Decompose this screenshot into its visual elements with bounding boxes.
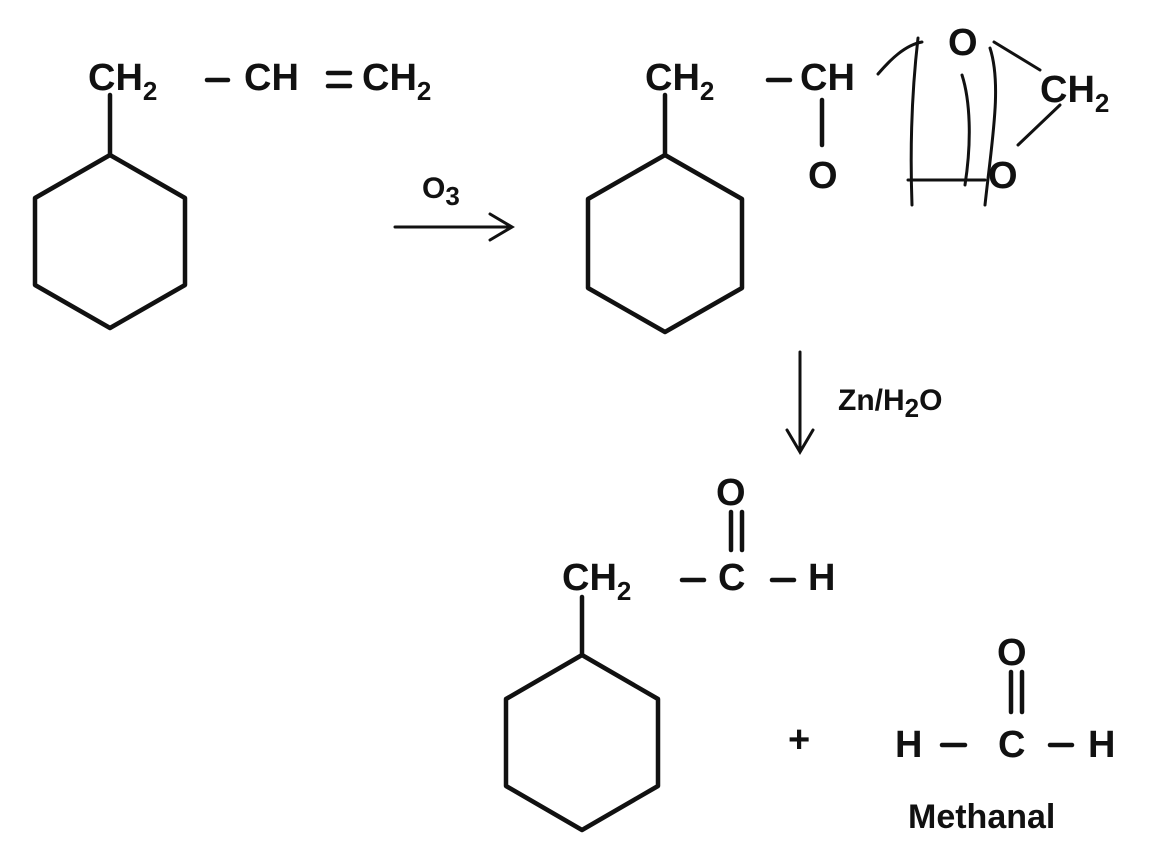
aldehyde-h-label: H	[808, 557, 835, 599]
ozonide-ch-label: CH	[800, 57, 855, 99]
ozonide-ring-line-3	[983, 46, 998, 207]
ozonide: CH2 CH O O CH2 O	[585, 22, 1109, 335]
step2-reagent-label: Zn/H2O	[838, 384, 942, 423]
aldehyde-ch2-label: CH2	[562, 557, 631, 606]
ozonide-o-ring-bottom-label: O	[988, 155, 1018, 197]
step1-ozonolysis: O3	[393, 172, 515, 242]
aldehyde-o-label: O	[716, 472, 746, 514]
ozonide-ring-ch2-label: CH2	[1040, 69, 1109, 118]
reactant-cyclohexane-ring	[32, 152, 188, 331]
reactant-ch-label: CH	[244, 57, 299, 99]
ozonide-ring-line-4	[960, 73, 971, 187]
methanal-c-label: C	[998, 724, 1025, 766]
ozonide-ring-line-6	[992, 40, 1042, 72]
ozonide-o-bottom-label: O	[808, 155, 838, 197]
ozonide-ch2-label: CH2	[645, 57, 714, 106]
reactant-ch2-end-label: CH2	[362, 57, 431, 106]
methanal-h-left-label: H	[895, 724, 922, 766]
ozonide-o-ring-top-label: O	[948, 22, 978, 64]
methanal-h-right-label: H	[1088, 724, 1115, 766]
methanal-name-label: Methanal	[908, 798, 1055, 836]
ozonide-ring-line-7	[1016, 103, 1062, 147]
methanal-o-label: O	[997, 632, 1027, 674]
plus-sign: +	[788, 719, 810, 761]
ozonide-cyclohexane-ring	[585, 152, 745, 335]
aldehyde-c-label: C	[718, 557, 745, 599]
step2-arrow-head-icon	[785, 428, 815, 455]
ozonide-ring-line-2	[909, 36, 920, 207]
methanal-product: O H C H Methanal	[895, 632, 1115, 836]
step1-reagent-label: O3	[422, 172, 460, 211]
step2-reduction: Zn/H2O	[785, 350, 942, 455]
step1-arrow-head-icon	[488, 212, 515, 242]
aldehyde-cyclohexane-ring	[503, 652, 661, 833]
reactant: CH2 CH CH2	[32, 57, 431, 331]
reactant-ch2-label: CH2	[88, 57, 157, 106]
aldehyde-product: O CH2 C H	[503, 472, 835, 833]
